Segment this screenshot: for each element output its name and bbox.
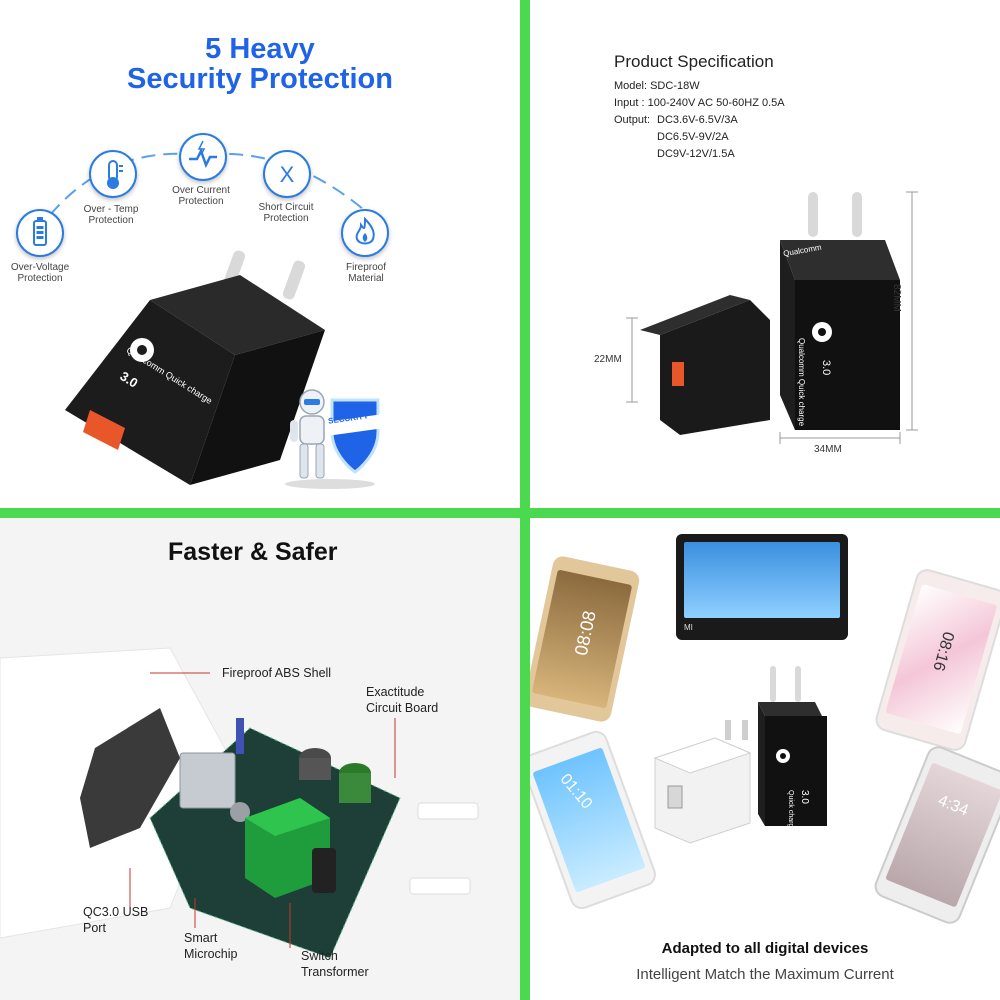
gold-phone: 08:08 [530, 554, 642, 724]
devices-title: Adapted to all digital devices [661, 940, 869, 957]
white-phone-screen [532, 747, 646, 893]
compatible-devices-panel: MI 08:08 08:16 01:10 4:34 Quick charge 3… [530, 518, 1000, 1000]
dimension-height: 82MM [891, 284, 902, 312]
spec-title: Product Specification [614, 52, 774, 71]
silver-phone: 4:34 [871, 742, 1000, 928]
charger-dimensions-image [626, 191, 918, 444]
charger-internals-image [0, 647, 479, 959]
short-circuit-icon: X [263, 150, 311, 198]
charger-version-text: 3.0 [799, 790, 810, 804]
spec-output-label: Output: [614, 114, 651, 126]
current-wave-icon [179, 133, 227, 181]
charger-sub-text: Qualcomm Quick charge [797, 338, 806, 427]
spec-input: Input : 100-240V AC 50-60HZ 0.5A [614, 97, 785, 109]
tablet-screen [684, 542, 840, 618]
dimension-width: 34MM [814, 444, 842, 455]
svg-text:X: X [280, 162, 295, 187]
callout-shell: Fireproof ABS Shell [222, 666, 332, 680]
panel-title-line2: Security Protection [127, 63, 393, 95]
spec-output-1: DC3.6V-6.5V/3A [657, 114, 738, 126]
tablet-device: MI [676, 534, 848, 640]
charger-version-text: 3.0 [820, 360, 832, 376]
tablet-brand: MI [684, 623, 693, 632]
spec-model: Model: SDC-18W [614, 80, 700, 92]
panel-title-line1: 5 Heavy [205, 33, 315, 65]
charger-sub-text: Quick charge [787, 790, 794, 832]
dimension-depth: 22MM [594, 354, 622, 365]
spec-output-3: DC9V-12V/1.5A [657, 148, 735, 160]
robot-shield-image [285, 389, 385, 489]
pink-phone: 08:16 [872, 566, 1000, 754]
charger-image [65, 250, 325, 485]
over-voltage-icon [16, 209, 64, 257]
thermometer-icon [89, 150, 137, 198]
faster-safer-panel: Faster & Safer Fireproof ABS Shell Exact… [0, 518, 520, 1000]
product-specification-panel: Product Specification Model: SDC-18W Inp… [530, 0, 1000, 508]
chargers-image [653, 666, 827, 844]
flame-icon [341, 209, 389, 257]
panel-title: Faster & Safer [168, 538, 338, 566]
devices-subtitle: Intelligent Match the Maximum Current [636, 966, 894, 983]
spec-output-2: DC6.5V-9V/2A [657, 131, 729, 143]
silver-phone-screen [885, 762, 1000, 908]
security-protection-panel: 5 Heavy Security Protection Over-Voltage… [0, 0, 520, 508]
